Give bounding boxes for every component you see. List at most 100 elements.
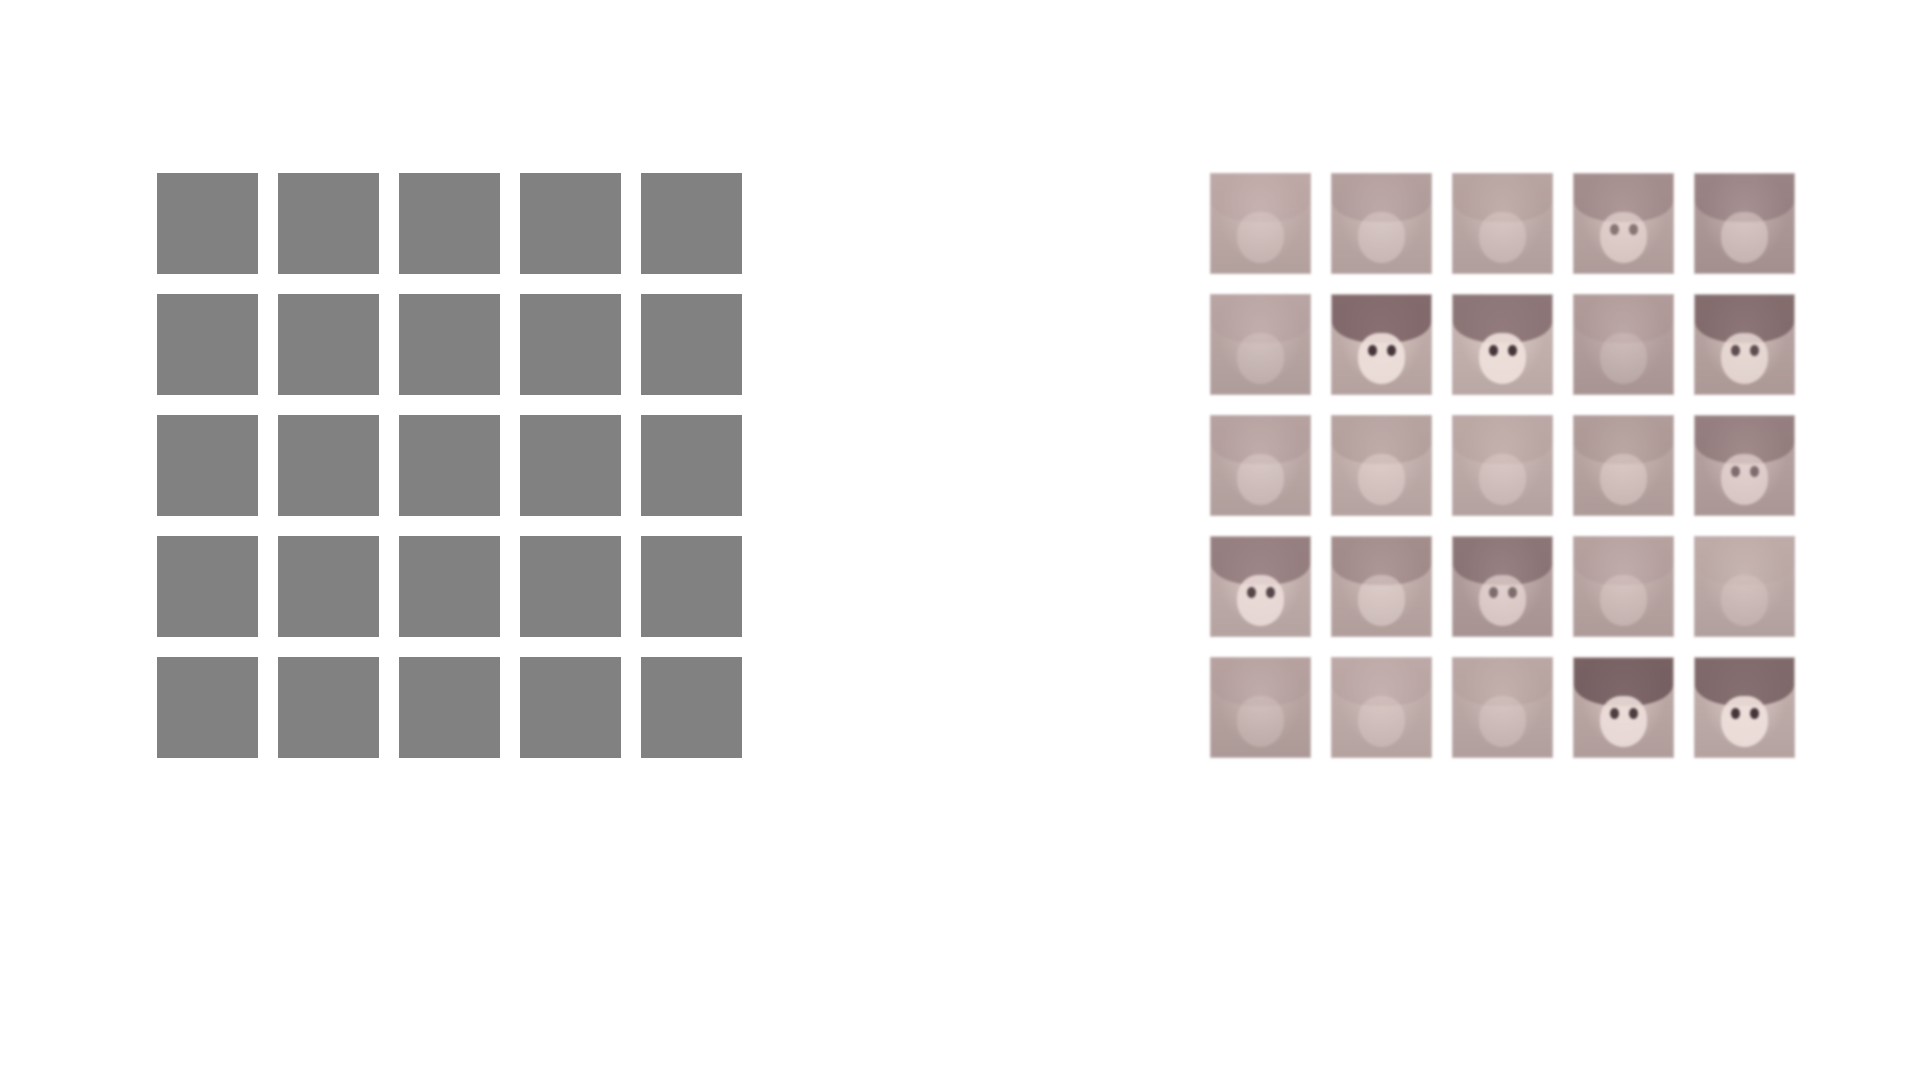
face-shape (1720, 332, 1769, 385)
placeholder-tile (278, 173, 379, 274)
face-shape (1236, 211, 1285, 264)
placeholder-image-grid (157, 173, 742, 758)
generated-face-tile (1573, 415, 1674, 516)
generated-faces-grid (1210, 173, 1795, 758)
hair-shape (1574, 416, 1673, 464)
hair-shape (1332, 416, 1431, 464)
generated-face-tile (1331, 294, 1432, 395)
face-shape (1478, 332, 1527, 385)
face-shape (1720, 211, 1769, 264)
face-shape (1599, 574, 1648, 627)
generated-face-tile (1694, 415, 1795, 516)
face-shape (1599, 695, 1648, 748)
placeholder-tile (399, 536, 500, 637)
eye-shape (1609, 707, 1619, 720)
hair-shape (1453, 416, 1552, 464)
face-shape (1478, 211, 1527, 264)
face-shape (1236, 332, 1285, 385)
face-shape (1599, 332, 1648, 385)
placeholder-tile (278, 536, 379, 637)
placeholder-tile (278, 657, 379, 758)
eye-shape (1266, 586, 1276, 599)
placeholder-tile (278, 415, 379, 516)
generated-face-tile (1452, 415, 1553, 516)
face-shape (1357, 574, 1406, 627)
generated-face-tile (1694, 294, 1795, 395)
hair-shape (1574, 295, 1673, 343)
placeholder-tile (157, 294, 258, 395)
face-shape (1236, 453, 1285, 506)
hair-shape (1332, 658, 1431, 706)
face-shape (1720, 453, 1769, 506)
placeholder-tile (641, 657, 742, 758)
placeholder-tile (399, 294, 500, 395)
placeholder-tile (520, 173, 621, 274)
face-shape (1236, 574, 1285, 627)
eye-shape (1246, 586, 1256, 599)
face-shape (1720, 574, 1769, 627)
generated-face-tile (1210, 536, 1311, 637)
generated-face-tile (1331, 415, 1432, 516)
generated-face-tile (1331, 536, 1432, 637)
hair-shape (1211, 416, 1310, 464)
generated-face-tile (1210, 657, 1311, 758)
placeholder-tile (399, 657, 500, 758)
placeholder-tile (157, 415, 258, 516)
hair-shape (1453, 174, 1552, 222)
generated-face-tile (1573, 173, 1674, 274)
face-shape (1478, 574, 1527, 627)
generated-face-tile (1573, 536, 1674, 637)
placeholder-tile (157, 657, 258, 758)
eye-shape (1629, 223, 1639, 236)
generated-face-tile (1694, 173, 1795, 274)
generated-face-tile (1452, 294, 1553, 395)
eye-shape (1750, 707, 1760, 720)
hair-shape (1211, 174, 1310, 222)
placeholder-tile (520, 415, 621, 516)
hair-shape (1211, 658, 1310, 706)
face-shape (1357, 453, 1406, 506)
eye-shape (1730, 344, 1740, 357)
face-shape (1599, 453, 1648, 506)
generated-face-tile (1573, 294, 1674, 395)
eye-shape (1750, 465, 1760, 478)
generated-face-tile (1452, 657, 1553, 758)
eye-shape (1730, 465, 1740, 478)
face-shape (1357, 695, 1406, 748)
generated-face-tile (1694, 536, 1795, 637)
placeholder-tile (520, 294, 621, 395)
placeholder-tile (520, 536, 621, 637)
generated-face-tile (1210, 173, 1311, 274)
placeholder-tile (641, 294, 742, 395)
generated-face-tile (1331, 173, 1432, 274)
placeholder-tile (157, 536, 258, 637)
generated-face-tile (1694, 657, 1795, 758)
generated-face-tile (1452, 173, 1553, 274)
eye-shape (1488, 344, 1498, 357)
placeholder-tile (399, 415, 500, 516)
hair-shape (1332, 537, 1431, 585)
generated-face-tile (1452, 536, 1553, 637)
placeholder-tile (157, 173, 258, 274)
face-shape (1478, 695, 1527, 748)
generated-face-tile (1573, 657, 1674, 758)
placeholder-tile (520, 657, 621, 758)
placeholder-tile (641, 173, 742, 274)
placeholder-tile (399, 173, 500, 274)
hair-shape (1211, 295, 1310, 343)
face-shape (1720, 695, 1769, 748)
placeholder-tile (641, 536, 742, 637)
eye-shape (1730, 707, 1740, 720)
face-shape (1236, 695, 1285, 748)
eye-shape (1629, 707, 1639, 720)
eye-shape (1367, 344, 1377, 357)
hair-shape (1574, 537, 1673, 585)
face-shape (1357, 211, 1406, 264)
placeholder-tile (641, 415, 742, 516)
face-shape (1478, 453, 1527, 506)
generated-face-tile (1331, 657, 1432, 758)
eye-shape (1508, 586, 1518, 599)
generated-face-tile (1210, 294, 1311, 395)
face-shape (1357, 332, 1406, 385)
hair-shape (1695, 537, 1794, 585)
